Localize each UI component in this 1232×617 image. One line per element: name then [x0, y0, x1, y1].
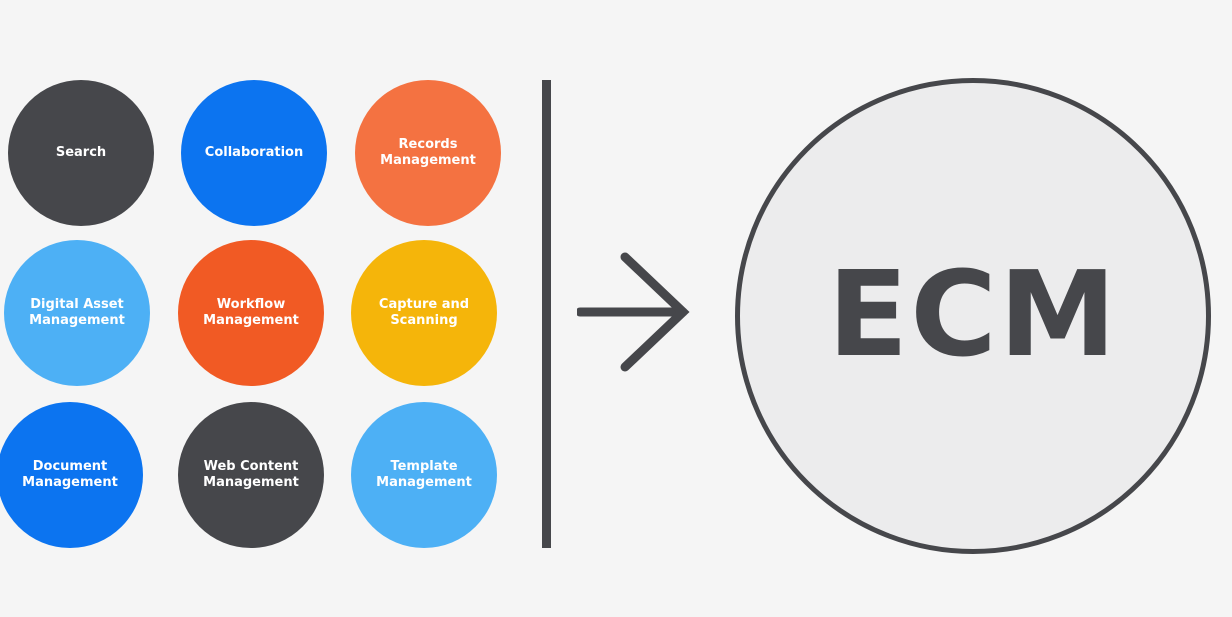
feature-circle-search: Search — [8, 80, 154, 226]
feature-label: Document Management — [22, 459, 118, 490]
feature-circle-records-management: Records Management — [355, 80, 501, 226]
feature-circle-web-content-management: Web Content Management — [178, 402, 324, 548]
feature-label: Search — [55, 145, 107, 160]
feature-circle-capture-and-scanning: Capture and Scanning — [351, 240, 497, 386]
ecm-circle: ECM — [735, 78, 1211, 554]
arrow-right-icon — [577, 252, 690, 372]
feature-label: Capture and Scanning — [378, 297, 470, 328]
feature-circle-collaboration: Collaboration — [181, 80, 327, 226]
feature-circle-template-management: Template Management — [351, 402, 497, 548]
feature-label: Records Management — [380, 137, 476, 168]
feature-label: Web Content Management — [203, 459, 299, 490]
feature-label: Template Management — [376, 459, 472, 490]
feature-circle-document-management: Document Management — [0, 402, 143, 548]
feature-circle-digital-asset-management: Digital Asset Management — [4, 240, 150, 386]
feature-label: Digital Asset Management — [29, 297, 125, 328]
feature-circle-workflow-management: Workflow Management — [178, 240, 324, 386]
vertical-divider — [542, 80, 551, 548]
ecm-label: ECM — [827, 245, 1119, 383]
feature-label: Collaboration — [204, 145, 304, 160]
feature-label: Workflow Management — [203, 297, 299, 328]
